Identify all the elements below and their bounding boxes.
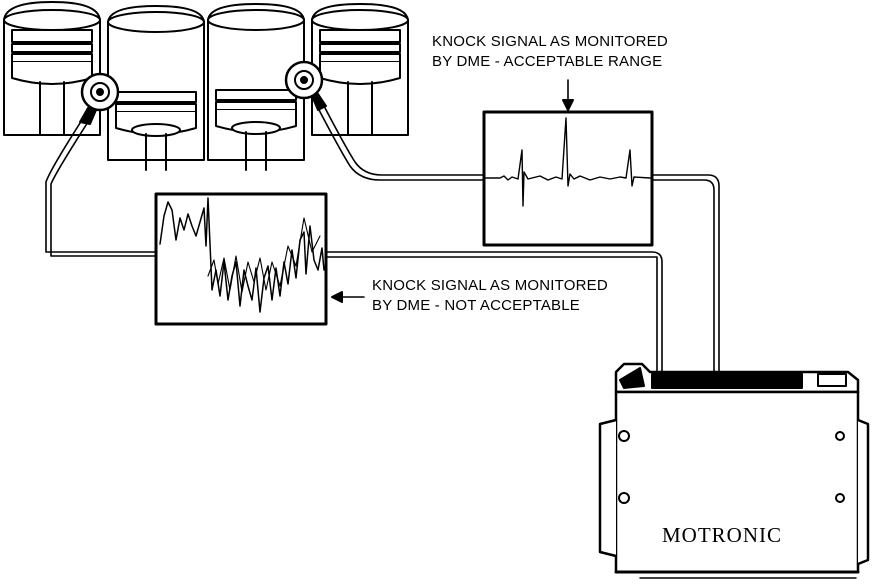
label-acceptable-line2: BY DME - ACCEPTABLE RANGE: [432, 53, 663, 70]
ecu-brand-label: MOTRONIC: [662, 523, 783, 547]
knock-sensor-left: [79, 72, 120, 125]
sensor-wires: [45, 105, 720, 373]
arrow-not-acceptable: [331, 291, 365, 303]
cylinder-4: [311, 3, 409, 136]
cylinder-1: [3, 1, 101, 136]
motronic-ecu: [598, 362, 870, 579]
knock-sensor-right: [284, 60, 327, 111]
waveform-acceptable: [485, 117, 651, 207]
scope-acceptable: [482, 110, 654, 247]
label-acceptable-line1: KNOCK SIGNAL AS MONITORED: [432, 33, 668, 50]
cylinder-3: [207, 3, 305, 171]
cylinder-2: [107, 5, 205, 171]
label-not-acceptable-line1: KNOCK SIGNAL AS MONITORED: [372, 277, 608, 294]
label-not-acceptable-line2: BY DME - NOT ACCEPTABLE: [372, 297, 580, 314]
arrow-acceptable: [562, 79, 574, 111]
engine-cylinders: [3, 1, 409, 171]
scope-not-acceptable: [154, 192, 328, 326]
